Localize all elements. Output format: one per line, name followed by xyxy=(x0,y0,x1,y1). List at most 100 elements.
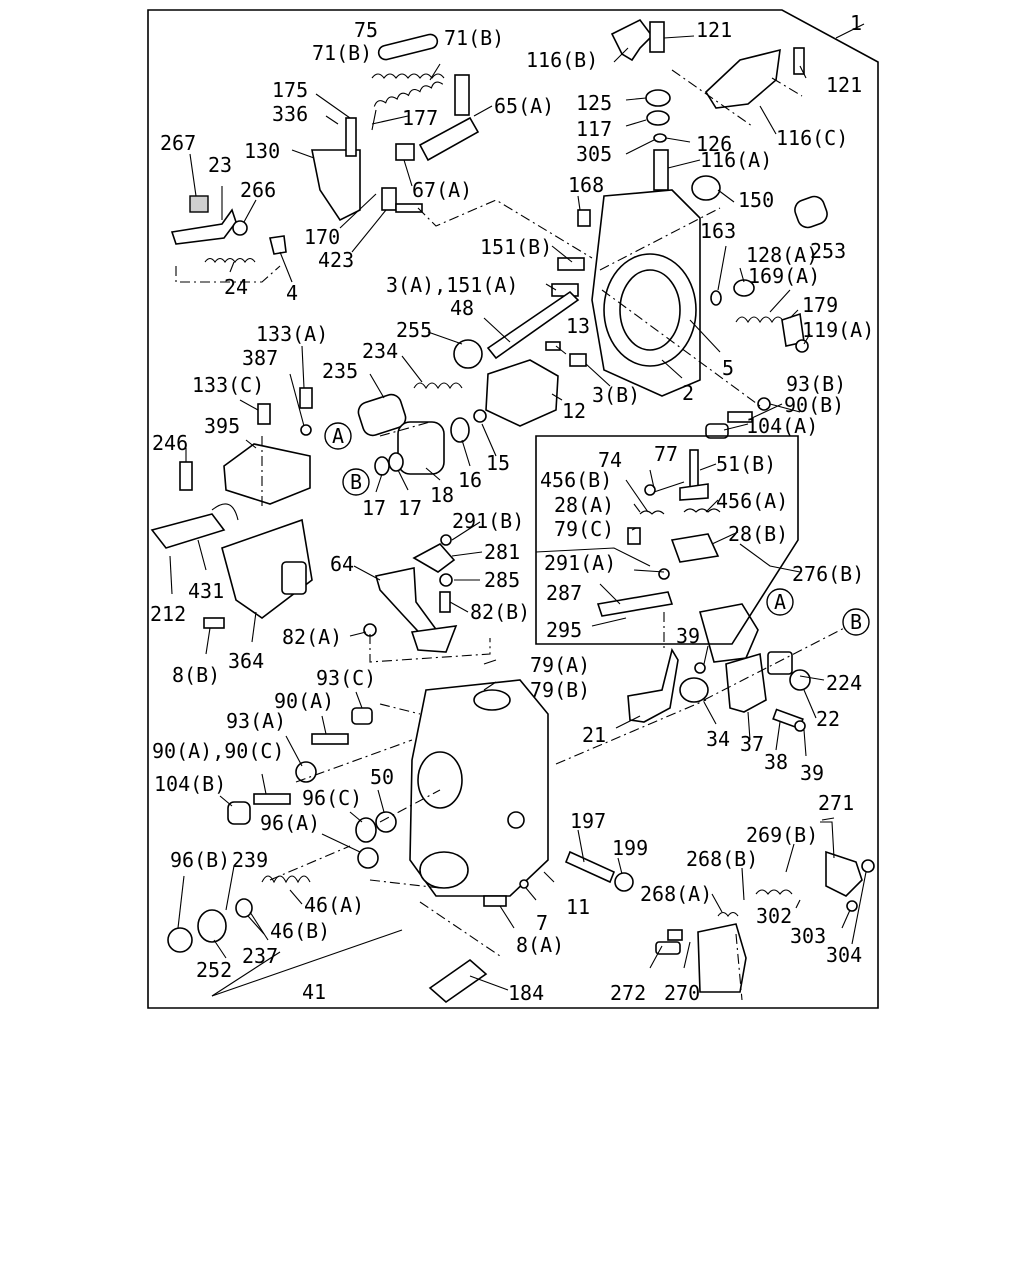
callout-24: 24 xyxy=(224,275,248,299)
callout-395: 395 xyxy=(204,414,240,438)
ref-circle-a-right: A xyxy=(766,588,794,616)
callout-130: 130 xyxy=(244,139,280,163)
callout-3b: 3(B) xyxy=(592,383,640,407)
callout-90b: 90(B) xyxy=(784,393,844,417)
inset-box-276b xyxy=(535,435,799,645)
callout-169a: 169(A) xyxy=(748,264,820,288)
leader-lines xyxy=(169,23,867,997)
callout-8b: 8(B) xyxy=(172,663,220,687)
callout-38: 38 xyxy=(764,750,788,774)
callout-4: 4 xyxy=(286,281,298,305)
callout-13: 13 xyxy=(566,314,590,338)
callout-150: 150 xyxy=(738,188,774,212)
callout-255: 255 xyxy=(396,318,432,342)
callout-235: 235 xyxy=(322,359,358,383)
callout-197: 197 xyxy=(570,809,606,833)
callout-79c: 79(C) xyxy=(554,517,614,541)
callout-253: 253 xyxy=(810,239,846,263)
callout-17-right: 17 xyxy=(398,496,422,520)
callout-121-right: 121 xyxy=(826,73,862,97)
callout-119a: 119(A) xyxy=(802,318,874,342)
callout-65a: 65(A) xyxy=(494,94,554,118)
callout-50: 50 xyxy=(370,765,394,789)
callout-23: 23 xyxy=(208,153,232,177)
callout-17-left: 17 xyxy=(362,496,386,520)
callout-2: 2 xyxy=(682,381,694,405)
callout-71b-left: 71(B) xyxy=(312,41,372,65)
callout-270: 270 xyxy=(664,981,700,1005)
callout-151b: 151(B) xyxy=(480,235,552,259)
callout-175: 175 xyxy=(272,78,308,102)
callout-276b: 276(B) xyxy=(792,562,864,586)
callout-48: 48 xyxy=(450,296,474,320)
callout-268b: 268(B) xyxy=(686,847,758,871)
callout-96c: 96(C) xyxy=(302,786,362,810)
callout-133c: 133(C) xyxy=(192,373,264,397)
callout-423: 423 xyxy=(318,248,354,272)
callout-5: 5 xyxy=(722,356,734,380)
callout-456b: 456(B) xyxy=(540,468,612,492)
callout-177: 177 xyxy=(402,106,438,130)
callout-268a: 268(A) xyxy=(640,882,712,906)
callout-336: 336 xyxy=(272,102,308,126)
callout-295: 295 xyxy=(546,618,582,642)
callout-116c: 116(C) xyxy=(776,126,848,150)
callout-234: 234 xyxy=(362,339,398,363)
callout-90a90c: 90(A),90(C) xyxy=(152,739,284,763)
svg-text:A: A xyxy=(774,590,786,614)
ref-circle-b-right: B xyxy=(842,608,870,636)
callout-46a: 46(A) xyxy=(304,893,364,917)
callout-67a: 67(A) xyxy=(412,178,472,202)
callout-184: 184 xyxy=(508,981,544,1005)
callout-51b: 51(B) xyxy=(716,452,776,476)
callout-77: 77 xyxy=(654,442,678,466)
callout-116b: 116(B) xyxy=(526,48,598,72)
callout-11: 11 xyxy=(566,895,590,919)
diagram-frame xyxy=(147,9,879,1009)
callout-163: 163 xyxy=(700,219,736,243)
callout-93c: 93(C) xyxy=(316,666,376,690)
callout-96b: 96(B) xyxy=(170,848,230,872)
callout-93a: 93(A) xyxy=(226,709,286,733)
callout-304: 304 xyxy=(826,943,862,967)
callout-93b: 93(B) xyxy=(786,372,846,396)
callout-246: 246 xyxy=(152,431,188,455)
callout-22: 22 xyxy=(816,707,840,731)
callout-28b: 28(B) xyxy=(728,522,788,546)
callout-116a: 116(A) xyxy=(700,148,772,172)
callout-267: 267 xyxy=(160,131,196,155)
callout-18: 18 xyxy=(430,483,454,507)
callout-302: 302 xyxy=(756,904,792,928)
svg-text:B: B xyxy=(850,610,862,634)
callout-1: 1 xyxy=(850,11,862,35)
callout-7: 7 xyxy=(536,911,548,935)
callout-3a151a: 3(A),151(A) xyxy=(386,273,518,297)
callout-90a: 90(A) xyxy=(274,689,334,713)
callout-labels: 1 75 71(B) 71(B) 121 116(B) 121 175 336 … xyxy=(150,11,874,1005)
callout-266: 266 xyxy=(240,178,276,202)
svg-text:B: B xyxy=(350,470,362,494)
callout-96a: 96(A) xyxy=(260,811,320,835)
callout-71b-right: 71(B) xyxy=(444,26,504,50)
callout-456a: 456(A) xyxy=(716,489,788,513)
ref-circle-a-left: A xyxy=(324,422,352,450)
callout-133a: 133(A) xyxy=(256,322,328,346)
callout-8a: 8(A) xyxy=(516,933,564,957)
center-lines xyxy=(175,69,857,1001)
callout-387: 387 xyxy=(242,346,278,370)
callout-28a: 28(A) xyxy=(554,493,614,517)
callout-39-top: 39 xyxy=(676,624,700,648)
callout-41: 41 xyxy=(302,980,326,1004)
callout-75: 75 xyxy=(354,18,378,42)
callout-237: 237 xyxy=(242,944,278,968)
callout-269b: 269(B) xyxy=(746,823,818,847)
callout-212: 212 xyxy=(150,602,186,626)
callout-179: 179 xyxy=(802,293,838,317)
callout-117: 117 xyxy=(576,117,612,141)
callout-82b: 82(B) xyxy=(470,600,530,624)
callout-239: 239 xyxy=(232,848,268,872)
callout-199: 199 xyxy=(612,836,648,860)
callout-224: 224 xyxy=(826,671,862,695)
callout-271: 271 xyxy=(818,791,854,815)
callout-37: 37 xyxy=(740,732,764,756)
